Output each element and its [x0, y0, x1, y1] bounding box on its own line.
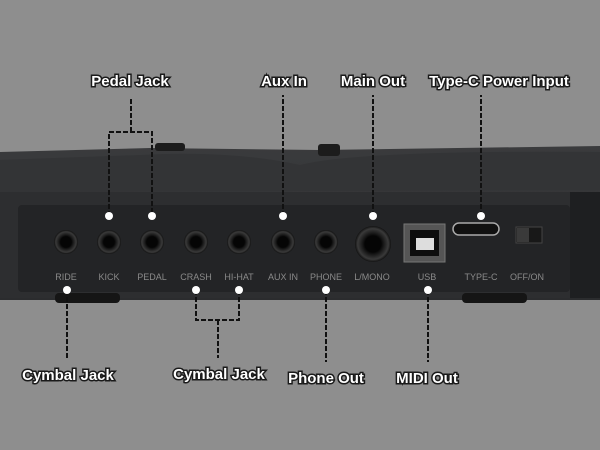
callout-aux-in: Aux In: [261, 73, 307, 90]
callout-cymbal-jack-center: Cymbal Jack: [173, 366, 265, 383]
callout-cymbal-jack-left: Cymbal Jack: [22, 367, 114, 384]
port-label-type-c: TYPE-C: [464, 272, 498, 282]
kick-jack[interactable]: [97, 230, 121, 254]
port-label-aux-in: AUX IN: [268, 272, 298, 282]
aux-in-jack[interactable]: [271, 230, 295, 254]
pedal-jack[interactable]: [140, 230, 164, 254]
ports: [54, 222, 543, 263]
phone-jack[interactable]: [314, 230, 338, 254]
port-label-hihat: HI-HAT: [224, 272, 254, 282]
usb-port[interactable]: [403, 223, 446, 263]
device-body: [0, 143, 600, 303]
port-label-crash: CRASH: [180, 272, 212, 282]
callout-type-c-power: Type-C Power Input: [429, 73, 569, 90]
port-label-l-mono: L/MONO: [354, 272, 390, 282]
crash-jack[interactable]: [184, 230, 208, 254]
ride-jack[interactable]: [54, 230, 78, 254]
l-mono-jack[interactable]: [355, 226, 391, 262]
callout-pedal-jack: Pedal Jack: [91, 73, 169, 90]
port-label-off-on: OFF/ON: [510, 272, 544, 282]
callout-phone-out: Phone Out: [288, 370, 364, 387]
port-label-ride: RIDE: [55, 272, 77, 282]
type-c-port[interactable]: [452, 222, 500, 236]
port-label-usb: USB: [418, 272, 437, 282]
port-label-phone: PHONE: [310, 272, 342, 282]
callout-midi-out: MIDI Out: [396, 370, 458, 387]
leader-lines: [66, 95, 482, 362]
marker-dots: [63, 212, 485, 294]
port-label-kick: KICK: [98, 272, 119, 282]
hihat-jack[interactable]: [227, 230, 251, 254]
port-label-pedal: PEDAL: [137, 272, 167, 282]
callout-main-out: Main Out: [341, 73, 405, 90]
power-switch[interactable]: [515, 226, 543, 244]
